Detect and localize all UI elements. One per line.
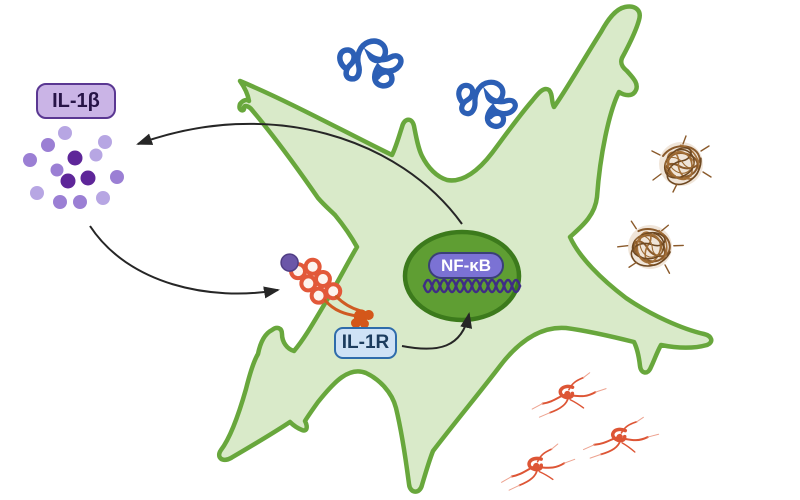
microglia-icon <box>494 439 580 493</box>
il1r-label: IL-1R <box>334 327 397 359</box>
misfolded-protein-icon <box>338 38 404 92</box>
arrow-il1b-to-receptor <box>89 225 280 299</box>
misfolded-protein-icon <box>457 80 517 128</box>
arrow-il1r-to-nucleus <box>401 312 473 350</box>
receptor-intracellular-domain <box>350 309 374 329</box>
microglia-icon <box>526 369 611 420</box>
il1b-label: IL-1β <box>36 83 116 119</box>
arrow-nucleus-to-il1b <box>136 122 463 225</box>
cytokine-dot-cluster <box>23 126 124 209</box>
bound-il1b-ligand-icon <box>280 253 299 272</box>
amyloid-plaque-icon <box>652 136 711 192</box>
amyloid-plaque-icon <box>611 208 690 286</box>
il1-receptor-icon <box>280 253 374 329</box>
microglia-icon <box>579 414 662 461</box>
nfkb-label: NF-κB <box>428 252 504 279</box>
dna-helix-icon <box>422 278 522 294</box>
